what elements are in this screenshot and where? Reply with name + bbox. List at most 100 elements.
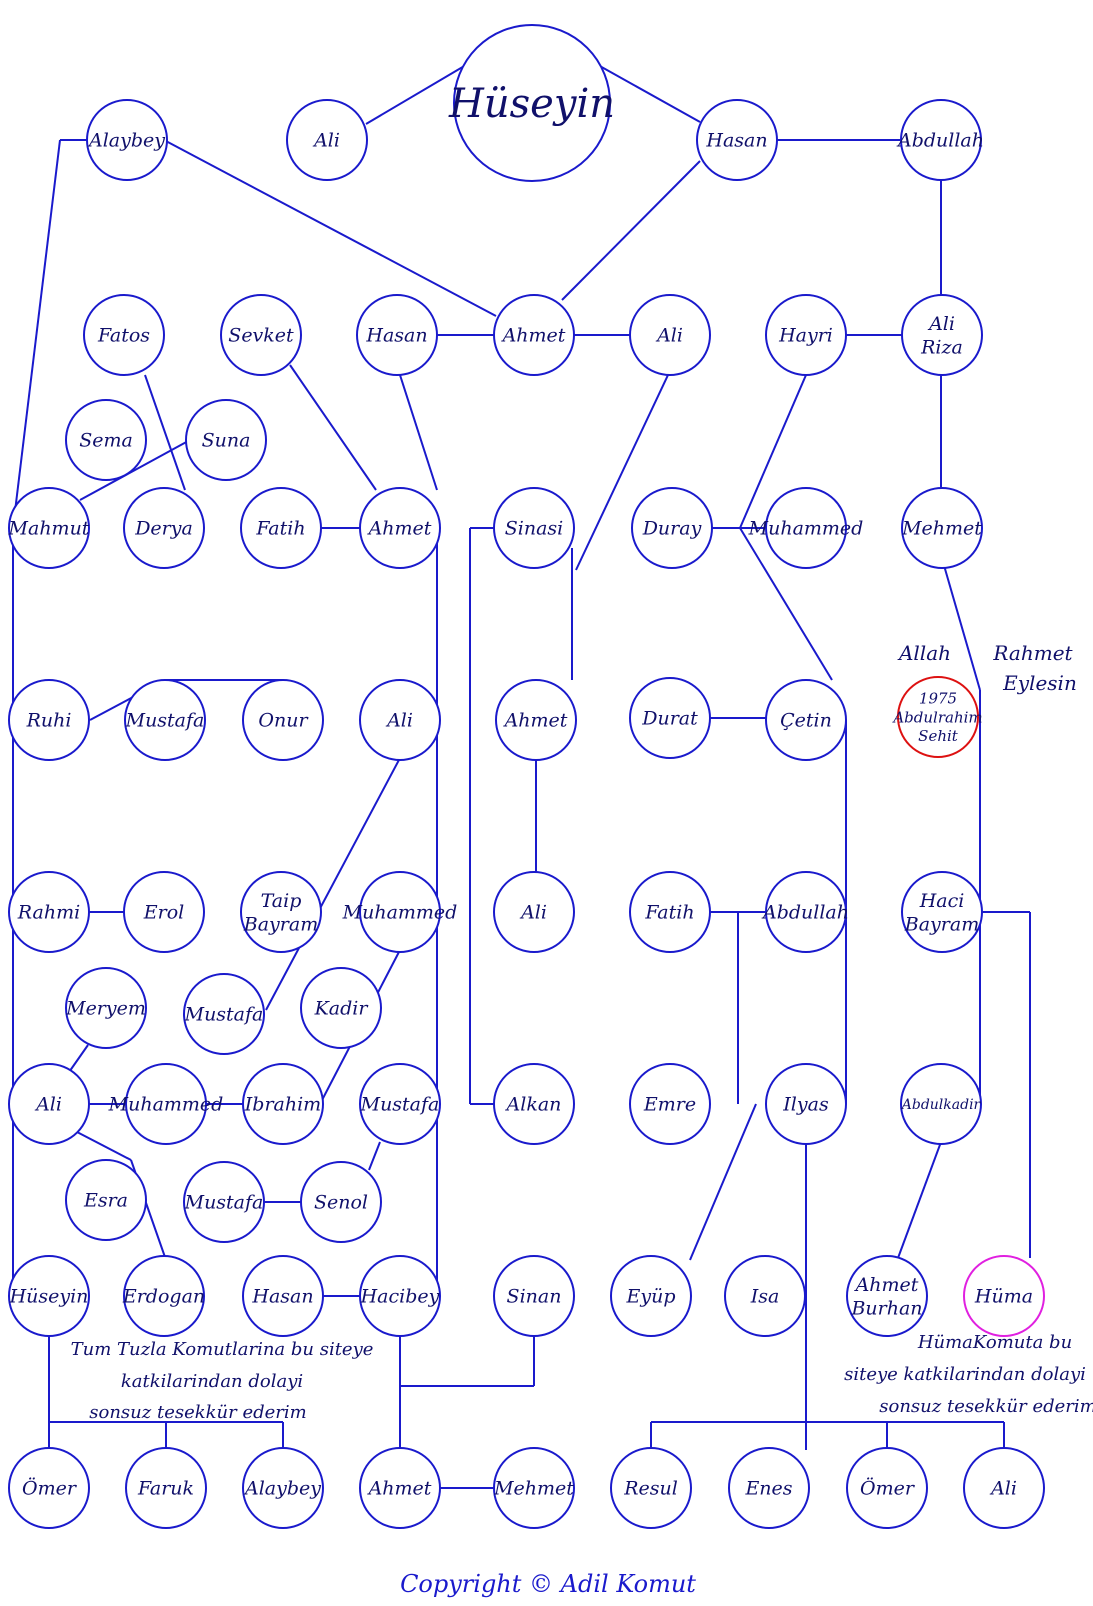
person-name: Mustafa xyxy=(125,710,205,732)
connector-line xyxy=(739,374,807,529)
connector-line xyxy=(368,1141,381,1171)
person-name: Hasan xyxy=(251,1286,313,1308)
person-name: Suna xyxy=(202,430,251,452)
person-circle xyxy=(897,676,979,758)
person-name: Fatih xyxy=(255,518,305,540)
person-name: Ali xyxy=(927,313,955,335)
person-circle xyxy=(765,1063,847,1145)
person-name: Ahmet xyxy=(503,710,568,732)
person-node-ahmet-r4: Ahmet xyxy=(495,679,577,761)
person-node-hasan-r9: Hasan xyxy=(242,1255,324,1337)
person-node-cetin: Çetin xyxy=(765,679,847,761)
person-circle xyxy=(901,294,983,376)
person-circle xyxy=(124,679,206,761)
person-name: Burhan xyxy=(850,1298,922,1320)
person-circle xyxy=(493,1255,575,1337)
connector-line xyxy=(940,554,981,691)
person-circle xyxy=(286,99,368,181)
person-name: Duray xyxy=(642,518,702,540)
connector-line xyxy=(597,64,701,123)
connector-line xyxy=(79,439,191,501)
person-name: Faruk xyxy=(137,1478,194,1500)
person-node-hacibey: Hacibey xyxy=(359,1255,441,1337)
person-circle xyxy=(453,24,611,182)
tuzla-thanks-line-1: Tum Tuzla Komutlarina bu siteye xyxy=(71,1339,374,1360)
person-node-kadir: Kadir xyxy=(300,967,382,1049)
person-name: Hüseyin xyxy=(448,81,615,127)
person-name: Ömer xyxy=(860,1477,916,1500)
person-circle xyxy=(629,294,711,376)
connector-line xyxy=(399,374,438,491)
person-node-mehmet-r3: Mehmet xyxy=(901,487,983,569)
person-name: Haci xyxy=(919,890,965,912)
person-circle xyxy=(765,487,847,569)
person-node-ali-r1: Ali xyxy=(286,99,368,181)
person-node-alaybey-r10: Alaybey xyxy=(242,1447,324,1529)
person-name: Rahmi xyxy=(17,902,80,924)
person-circle xyxy=(493,487,575,569)
person-circle xyxy=(125,1447,207,1529)
person-node-ibrahim: Ibrahim xyxy=(242,1063,324,1145)
person-name: Abdullah xyxy=(896,130,984,152)
person-name: Mustafa xyxy=(184,1004,264,1026)
person-circle xyxy=(359,679,441,761)
connector-line xyxy=(575,374,669,571)
person-node-hasan-r1: Hasan xyxy=(696,99,778,181)
person-name: Hasan xyxy=(365,325,427,347)
connector-line xyxy=(163,139,497,317)
memorial-note-line-1: Allah xyxy=(897,641,951,665)
person-circle xyxy=(610,1447,692,1529)
person-name: Ali xyxy=(519,902,547,924)
person-circle xyxy=(359,1447,441,1529)
person-circle xyxy=(724,1255,806,1337)
person-name: Mehmet xyxy=(493,1478,574,1500)
person-name: Alaybey xyxy=(87,130,165,152)
person-circle xyxy=(220,294,302,376)
person-name: Ali xyxy=(655,325,683,347)
person-circle xyxy=(242,1063,324,1145)
person-name: Derya xyxy=(134,518,193,540)
person-name: Ibrahim xyxy=(244,1094,321,1116)
person-circle xyxy=(359,871,441,953)
person-circle xyxy=(629,1063,711,1145)
person-node-ruhi: Ruhi xyxy=(8,679,90,761)
person-circle xyxy=(846,1255,928,1337)
person-node-mustafa-r8: Mustafa xyxy=(183,1161,265,1243)
person-name: Fatih xyxy=(644,902,694,924)
huma-thanks-line-1: HümaKomuta bu xyxy=(917,1332,1072,1353)
person-circle xyxy=(900,1063,982,1145)
person-name: Ali xyxy=(989,1478,1017,1500)
person-node-fatih-r3: Fatih xyxy=(240,487,322,569)
person-node-resul: Resul xyxy=(610,1447,692,1529)
person-name: Hacibey xyxy=(360,1286,440,1308)
person-circle xyxy=(300,1161,382,1243)
person-circle xyxy=(610,1255,692,1337)
person-name: Bayram xyxy=(904,914,979,936)
person-node-ali-r7: Ali xyxy=(8,1063,90,1145)
person-name: Ruhi xyxy=(26,710,72,732)
person-name: Alaybey xyxy=(243,1478,321,1500)
person-node-mustafa-r6: Mustafa xyxy=(183,973,265,1055)
person-node-sema: Sema xyxy=(65,399,147,481)
connector-line xyxy=(265,757,401,1011)
person-node-abdullah-r5: Abdullah xyxy=(761,871,849,953)
person-circle xyxy=(65,399,147,481)
person-circle xyxy=(493,294,575,376)
person-name: Sinan xyxy=(507,1286,562,1308)
person-name: Mustafa xyxy=(360,1094,440,1116)
person-circle xyxy=(765,679,847,761)
connector-line xyxy=(12,139,61,529)
huma-thanks-line-2: siteye katkilarindan dolayi xyxy=(844,1364,1086,1385)
person-circle xyxy=(493,871,575,953)
person-name: Alkan xyxy=(505,1094,562,1116)
person-node-sevket: Sevket xyxy=(220,294,302,376)
person-name: Meryem xyxy=(65,998,146,1020)
person-name: Ali xyxy=(34,1094,62,1116)
person-circle xyxy=(8,1063,90,1145)
person-name: Abdulkadir xyxy=(900,1097,982,1113)
connector-line xyxy=(739,527,833,681)
person-circle xyxy=(8,871,90,953)
connector-line xyxy=(897,1141,942,1259)
